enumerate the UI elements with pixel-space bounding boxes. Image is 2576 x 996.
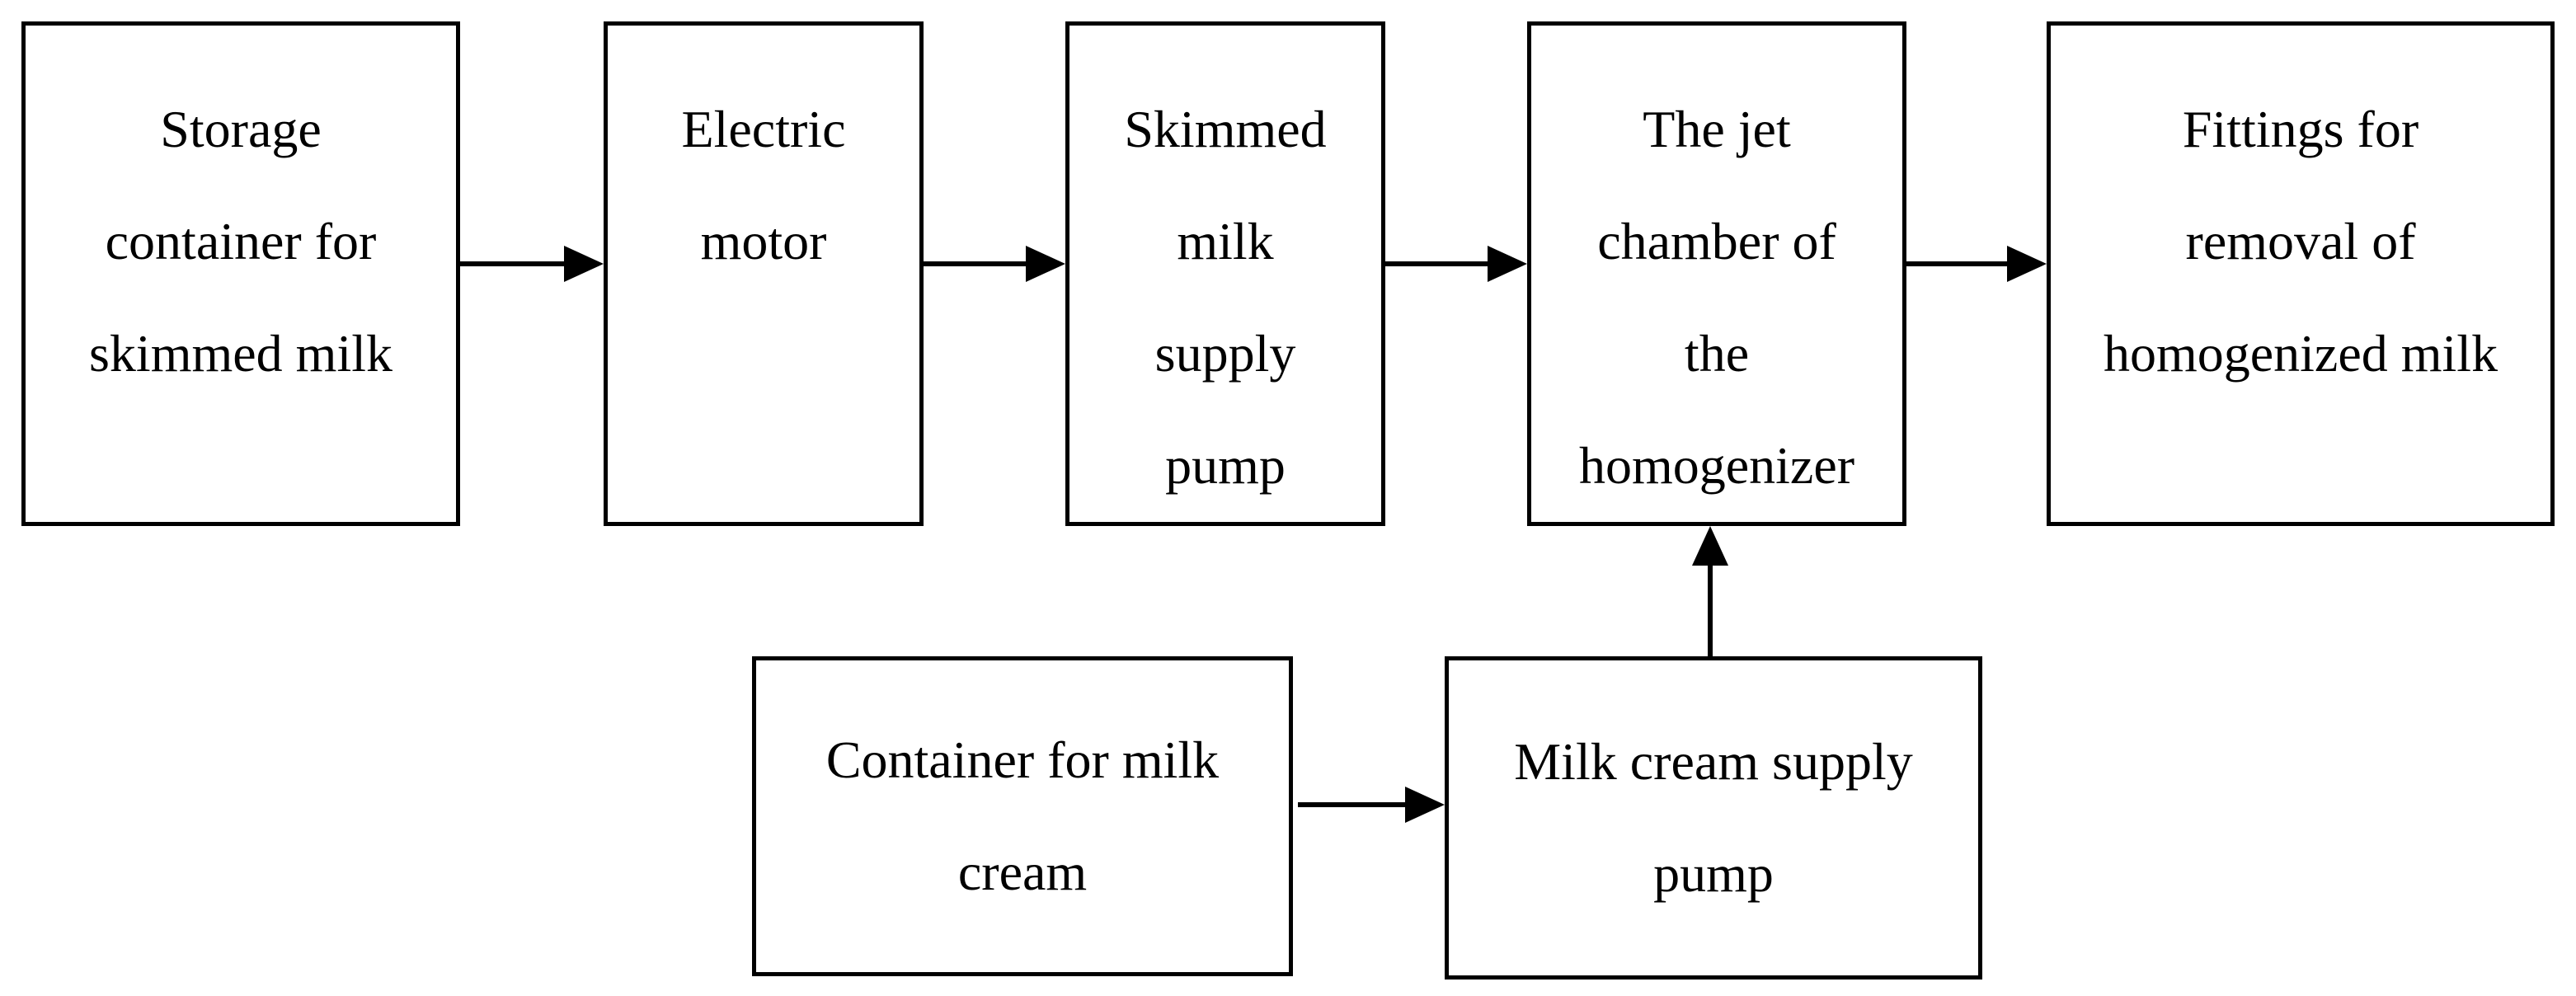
- node-storage-container: Storage container for skimmed milk: [21, 21, 460, 526]
- node-label-line: The jet: [1643, 100, 1791, 158]
- node-label-line: container for: [105, 212, 377, 270]
- node-jet-chamber: The jet chamber of the homogenizer: [1527, 21, 1906, 526]
- node-skimmed-milk-supply-pump: Skimmed milk supply pump: [1065, 21, 1385, 526]
- node-label-line: homogenized milk: [2103, 324, 2498, 383]
- arrow-skim-pump-to-jet-chamber: [1385, 246, 1527, 282]
- node-label-line: supply: [1154, 324, 1296, 383]
- node-electric-motor: Electric motor: [604, 21, 924, 526]
- node-label-line: Container for milk: [825, 731, 1220, 789]
- arrow-storage-to-motor: [460, 246, 604, 282]
- arrow-cream-container-to-cream-pump: [1298, 787, 1445, 823]
- node-label-line: homogenizer: [1578, 436, 1855, 495]
- node-label-line: milk: [1177, 212, 1274, 270]
- node-label-line: removal of: [2185, 212, 2416, 270]
- node-label-line: cream: [957, 843, 1088, 901]
- node-label-line: Fittings for: [2182, 100, 2419, 158]
- node-label-line: Electric: [681, 100, 846, 158]
- arrow-jet-chamber-to-fittings: [1906, 246, 2047, 282]
- node-label-line: pump: [1165, 436, 1286, 495]
- node-label-line: pump: [1653, 844, 1774, 903]
- node-cream-container: Container for milk cream: [752, 656, 1293, 976]
- node-label-line: Milk cream supply: [1514, 732, 1913, 791]
- arrow-cream-pump-to-jet-chamber: [1692, 526, 1728, 656]
- node-label-line: Storage: [160, 100, 322, 158]
- node-label-line: Skimmed: [1124, 100, 1327, 158]
- arrow-motor-to-skim-pump: [924, 246, 1065, 282]
- node-cream-supply-pump: Milk cream supply pump: [1445, 656, 1982, 980]
- node-label-line: the: [1684, 324, 1750, 383]
- node-label-line: skimmed milk: [89, 324, 393, 383]
- node-label-line: motor: [700, 212, 827, 270]
- node-label-line: chamber of: [1597, 212, 1836, 270]
- node-fittings-removal: Fittings for removal of homogenized milk: [2047, 21, 2555, 526]
